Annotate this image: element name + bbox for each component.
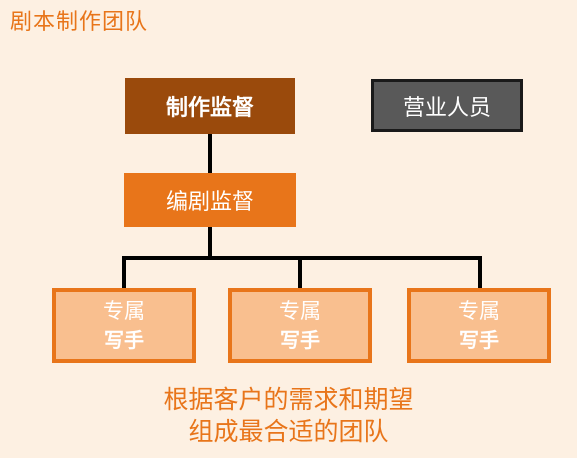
caption-line-2: 组成最合适的团队 [188, 417, 389, 446]
writer-box-3: 专属 写手 [407, 288, 551, 363]
caption-line-1: 根据客户的需求和期望 [163, 385, 414, 414]
writer-label-line1: 专属 [458, 298, 500, 323]
writer-label-line2: 写手 [280, 328, 320, 353]
writer-box-1: 专属 写手 [52, 288, 196, 363]
editor-box: 编剧监督 [124, 173, 296, 227]
sales-label: 营业人员 [402, 95, 491, 121]
writer-box-2: 专属 写手 [228, 288, 372, 363]
producer-box: 制作监督 [125, 78, 295, 134]
writer-label-line1: 专属 [279, 298, 321, 323]
sales-box: 营业人员 [371, 79, 523, 132]
writer-label-line2: 写手 [104, 328, 144, 353]
editor-label: 编剧监督 [165, 190, 254, 215]
writer-label-line1: 专属 [103, 298, 145, 323]
producer-label: 制作监督 [165, 96, 254, 121]
writer-label-line2: 写手 [459, 328, 499, 353]
page-title: 剧本制作团队 [10, 10, 149, 35]
